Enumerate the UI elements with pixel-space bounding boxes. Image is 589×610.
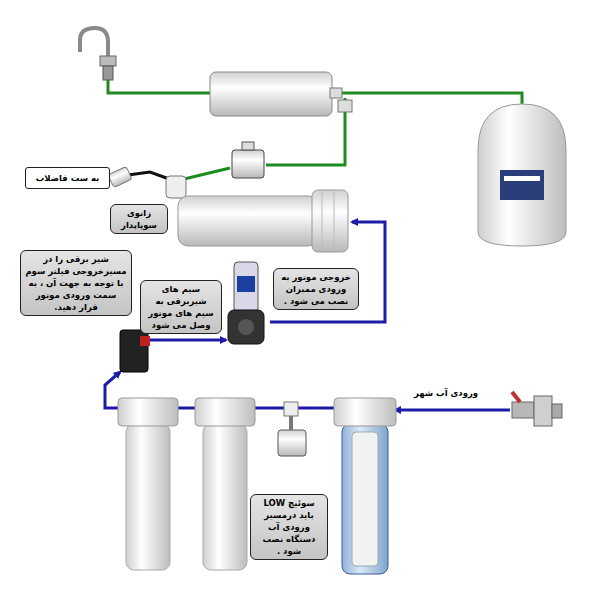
callout-text: زانوی سوپاپدار <box>115 207 163 231</box>
filter-cartridge <box>352 432 378 566</box>
inlet-valve <box>512 392 562 426</box>
inlet-label: ورودی آب شهر <box>412 388 480 398</box>
pump-head <box>228 310 264 344</box>
callout-text: شیر برقی را در مسیرخروجی فیلتر سوم با تو… <box>25 253 127 313</box>
tank-sticker-band <box>504 176 540 181</box>
valve-cap <box>242 142 254 150</box>
callout-body: سوئیچ LOW باید درمسیر ورودی آب دستگاه نص… <box>255 497 323 557</box>
carbon-filter <box>195 398 255 570</box>
faucet <box>80 28 116 80</box>
callout-body: خروجی موتور به ورودی ممبران نصب می شود . <box>278 271 354 307</box>
tank-sticker <box>500 170 544 200</box>
filter-body <box>126 424 170 570</box>
faucet-handle <box>100 56 116 66</box>
saddle-body <box>108 166 132 187</box>
callout-body: زانوی سوپاپدار <box>115 207 163 231</box>
filter-cap <box>118 398 178 426</box>
tank-body <box>478 104 566 246</box>
blue-pipes <box>105 222 510 410</box>
valve-nut <box>552 404 562 418</box>
valved-elbow <box>166 176 186 198</box>
switch-body <box>278 430 306 456</box>
membrane-body <box>178 196 318 246</box>
check-valve <box>232 142 264 178</box>
sediment-filter <box>118 398 178 570</box>
callout-body: سیم های شیربرقی به سیم های موتور وصل می … <box>145 283 217 331</box>
booster-pump <box>228 262 264 344</box>
pump-port <box>238 319 254 335</box>
callout-text: سوئیچ LOW باید درمسیر ورودی آب دستگاه نص… <box>255 497 323 557</box>
cap-rib <box>334 192 335 250</box>
callout-body: به ست فاضلاب <box>36 172 100 184</box>
callout-box: خروجی موتور به ورودی ممبران نصب می شود . <box>273 268 359 310</box>
callout-box: زانوی سوپاپدار <box>110 204 168 234</box>
filter-cap <box>334 398 396 426</box>
valve-tee <box>534 396 552 426</box>
drain-saddle <box>108 166 132 187</box>
switch-fitting <box>284 402 298 416</box>
green-pipe <box>332 93 522 104</box>
callout-box: سوئیچ LOW باید درمسیر ورودی آب دستگاه نص… <box>250 494 328 560</box>
valve-handle <box>512 392 520 402</box>
pump-sticker <box>237 276 255 292</box>
cap-rib <box>322 192 323 250</box>
green-pipe <box>108 78 210 93</box>
callout-body: شیر برقی را در مسیرخروجی فیلتر سوم با تو… <box>25 253 127 313</box>
fitting <box>330 88 342 98</box>
solenoid-connector <box>140 336 150 346</box>
low-pressure-switch <box>278 402 306 456</box>
callout-box: شیر برقی را در مسیرخروجی فیلتر سوم با تو… <box>20 250 132 316</box>
blue-pipe <box>150 339 226 342</box>
valve-body <box>232 150 264 178</box>
post-filter <box>210 72 352 116</box>
solenoid-valve <box>120 330 150 372</box>
callout-text: به ست فاضلاب <box>36 172 100 184</box>
valve-body <box>512 402 534 418</box>
drain-pipe <box>128 172 172 180</box>
callout-text: خروجی موتور به ورودی ممبران نصب می شود . <box>278 271 354 307</box>
blue-pipe <box>395 409 510 412</box>
faucet-base <box>103 66 113 80</box>
callout-box: سیم های شیربرقی به سیم های موتور وصل می … <box>140 280 222 334</box>
pump-motor <box>234 262 258 312</box>
membrane-cap <box>312 190 348 252</box>
callout-box: به ست فاضلاب <box>25 167 110 189</box>
filter-cap <box>195 398 255 426</box>
filter-body <box>342 424 388 574</box>
switch-stem <box>289 416 293 430</box>
storage-tank <box>478 104 566 246</box>
filter-body <box>203 424 247 570</box>
tee-fitting <box>338 100 352 112</box>
filter-body <box>210 72 332 116</box>
callout-text: سیم های شیربرقی به سیم های موتور وصل می … <box>145 283 217 331</box>
clear-filter <box>334 398 396 574</box>
green-pipe <box>180 168 230 180</box>
membrane-housing <box>166 176 348 252</box>
